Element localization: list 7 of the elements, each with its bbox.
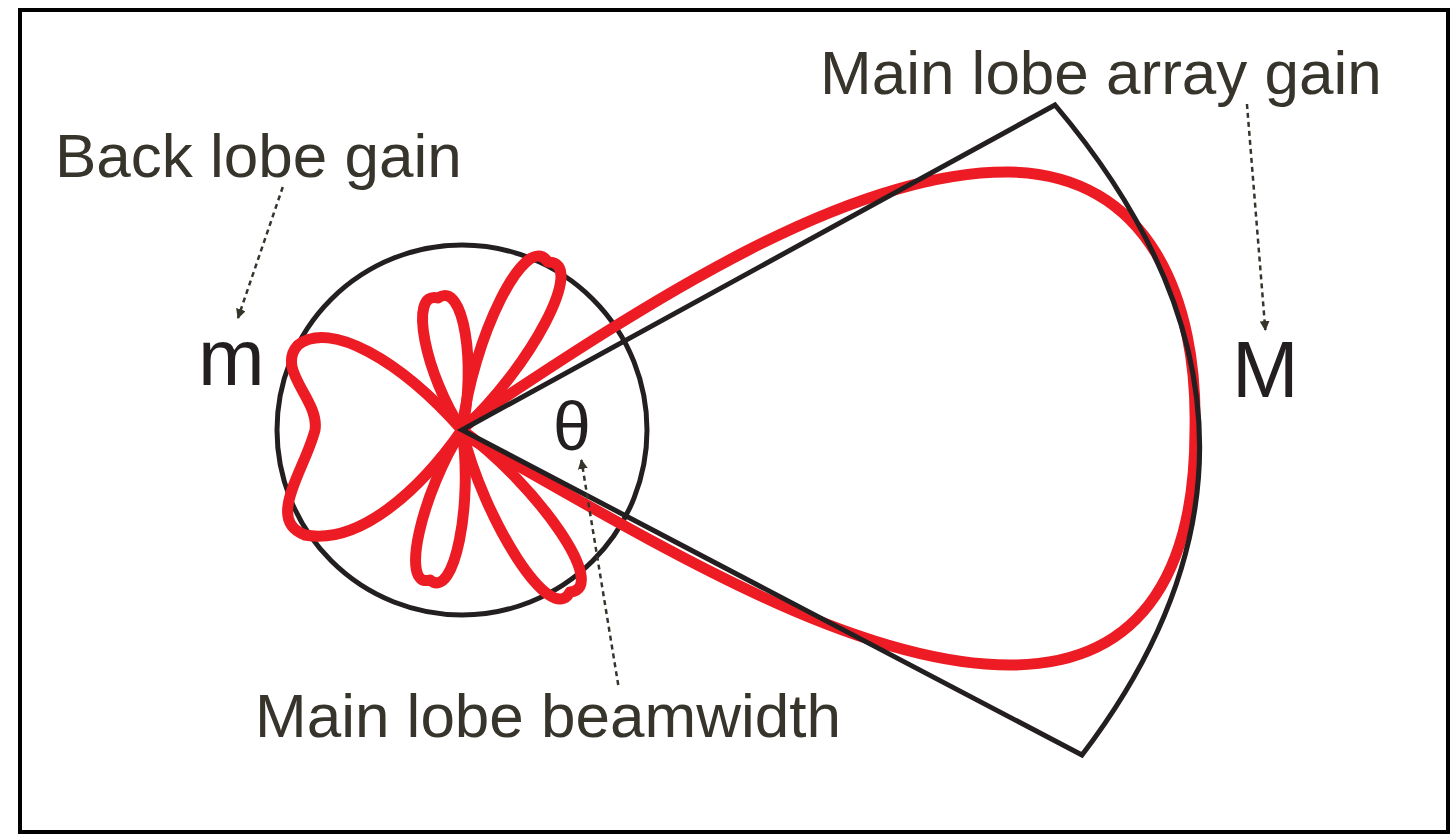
symbol-label: m <box>198 318 265 398</box>
leader-arrow <box>236 186 284 319</box>
leader-arrow <box>1245 103 1270 331</box>
leader-arrow <box>577 459 620 686</box>
symbol-label: M <box>1232 330 1299 410</box>
symbol-label: θ <box>553 392 591 460</box>
label-text: Main lobe beamwidth <box>255 685 841 747</box>
